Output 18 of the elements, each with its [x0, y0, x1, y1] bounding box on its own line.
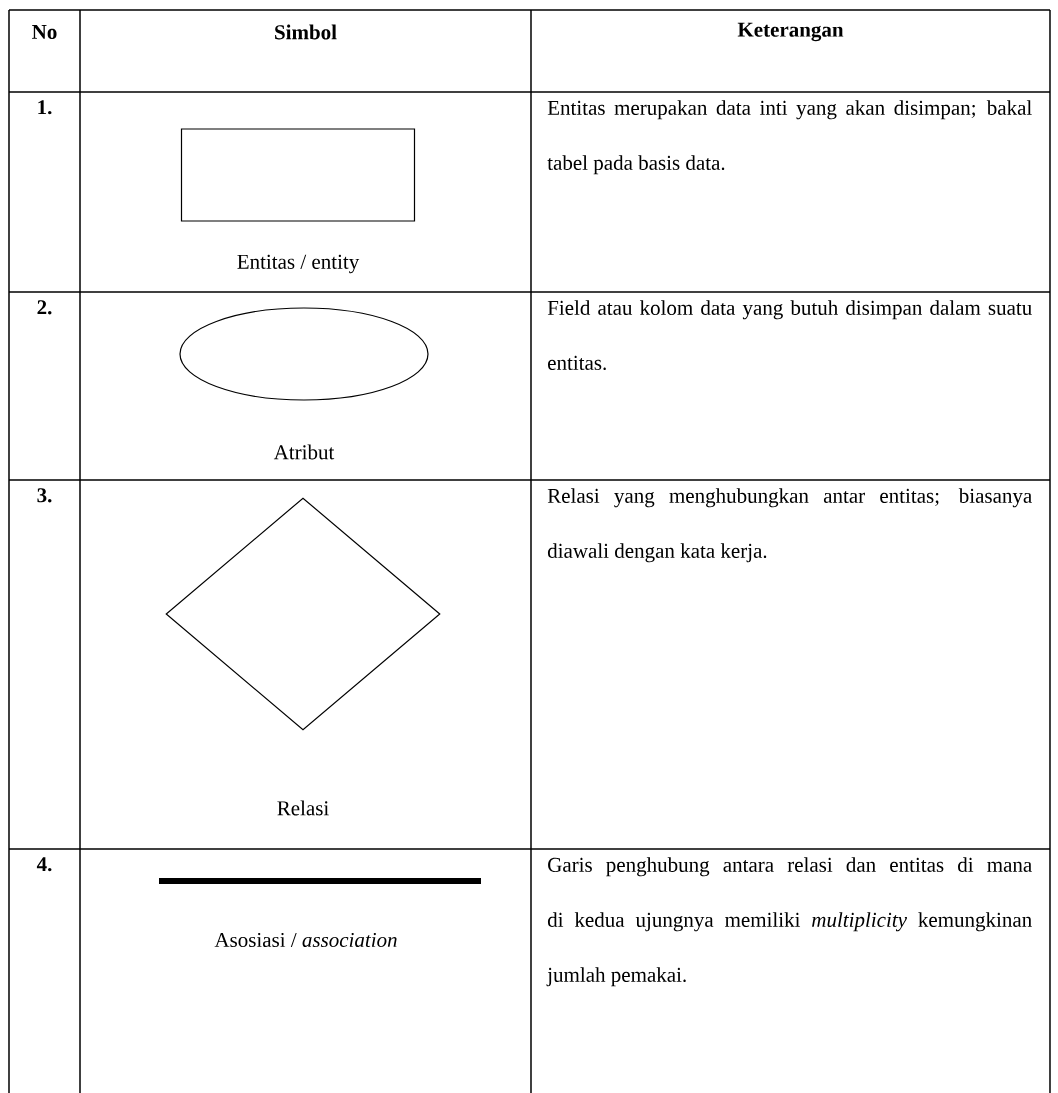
column-header: No — [32, 25, 57, 39]
entity-rectangle — [180, 128, 416, 222]
row-number: 2. — [37, 300, 52, 315]
column-header: Simbol — [275, 24, 337, 40]
description-text: Field atau kolom data yang butuh disimpan dalam suatu entitas. — [547, 300, 1032, 371]
symbol-caption: Relasi — [277, 800, 329, 816]
description-text: Entitas merupakan data inti yang akan disimpan; bakal tabel pada basis data. — [547, 100, 1032, 175]
row-number: 4. — [36, 857, 52, 872]
relation-diamond — [165, 497, 441, 731]
column-header: Keterangan — [737, 22, 844, 42]
row-number: 1. — [38, 100, 52, 115]
symbol-caption: Asosiasi / association — [214, 932, 397, 948]
description-text: Garis penghubung antara relasi dan entitas di mana di kedua ujungnya memiliki multiplicity kemungkinan jumlah pemakai. — [546, 857, 1032, 987]
attribute-ellipse — [179, 307, 429, 401]
row-number: 3. — [37, 488, 52, 503]
description-text: Relasi yang menghubungkan antar entitas; biasanya diawali dengan kata kerja. — [547, 488, 1032, 563]
symbol-caption: Atribut — [273, 444, 335, 460]
symbol-caption: Entitas / entity — [237, 254, 360, 274]
